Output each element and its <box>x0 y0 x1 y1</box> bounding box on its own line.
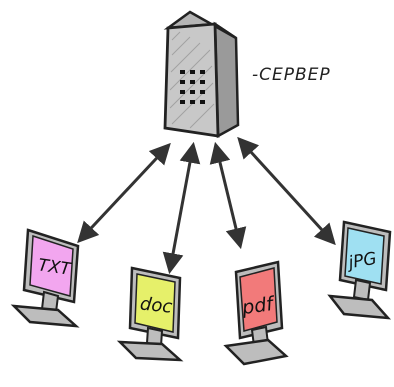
arrow-server-doc <box>162 141 201 275</box>
computer-doc-icon: doc <box>116 266 184 362</box>
screen-txt <box>29 234 74 297</box>
screen-doc <box>134 273 176 333</box>
computer-jpg-icon: jPG <box>327 220 392 320</box>
label-doc: doc <box>139 293 173 317</box>
computer-txt-icon: TXT <box>10 228 80 328</box>
server-icon <box>163 10 240 139</box>
label-pdf: pdf <box>240 293 278 320</box>
arrow-server-jpg <box>237 136 336 246</box>
server-vents <box>180 70 205 104</box>
screen-jpg <box>344 227 385 285</box>
computer-pdf-icon: pdf <box>223 260 289 366</box>
label-txt: TXT <box>37 255 73 280</box>
arrow-server-txt <box>77 142 171 244</box>
screen-pdf <box>239 267 278 332</box>
arrow-server-pdf <box>209 141 247 250</box>
server-label: -СЕРВЕР <box>252 65 331 85</box>
